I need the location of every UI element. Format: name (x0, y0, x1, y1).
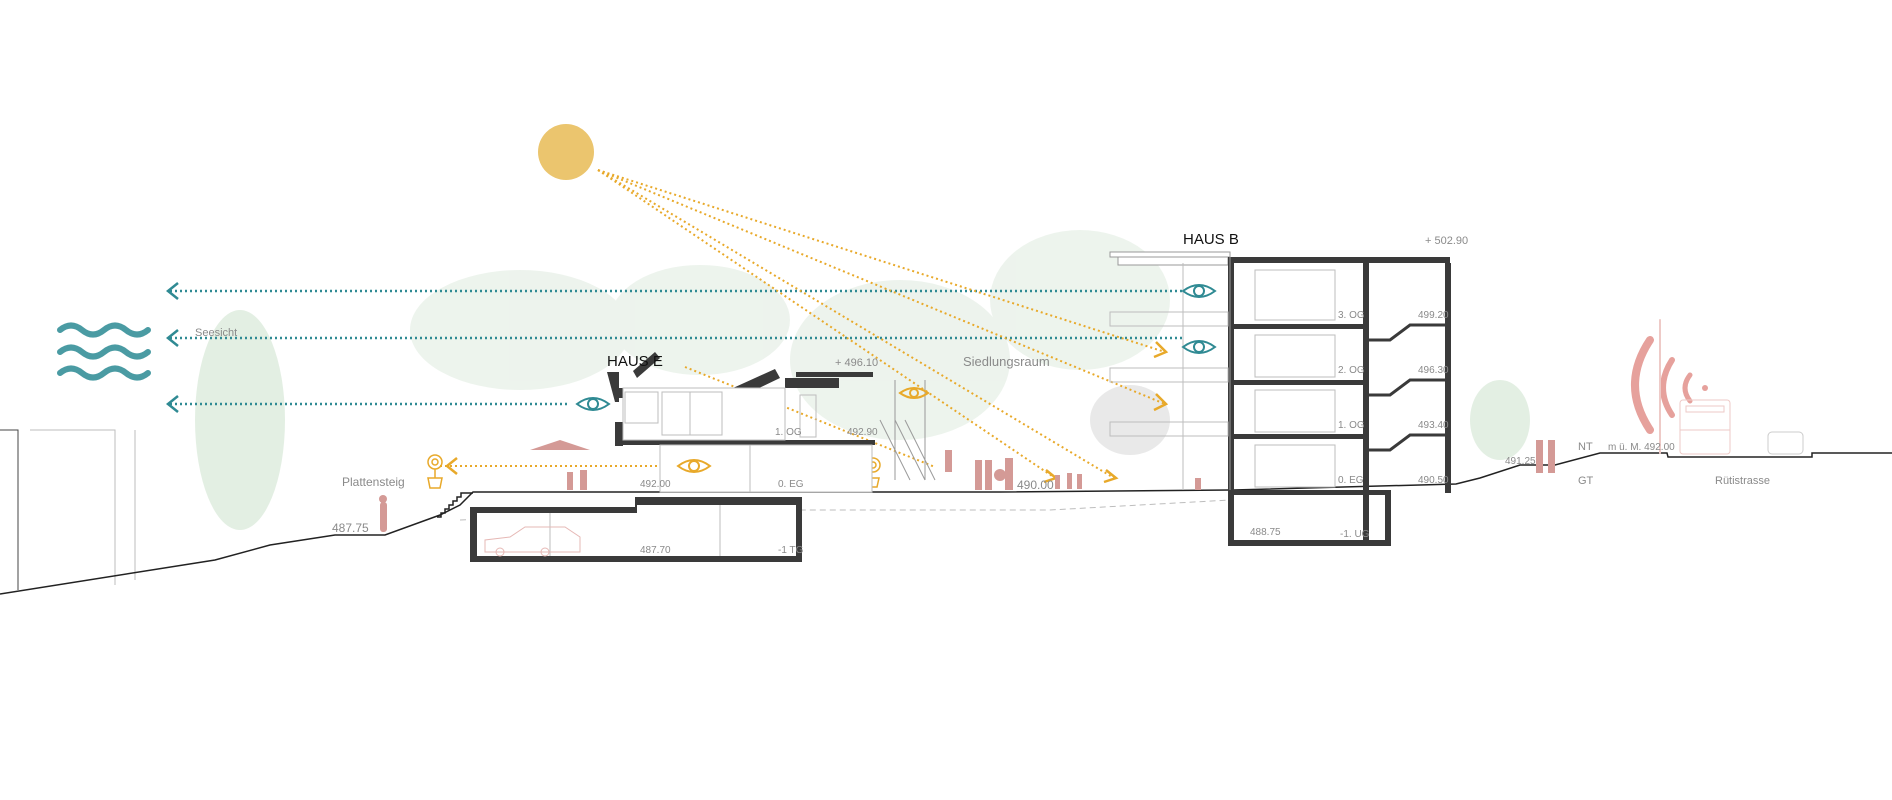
court-level: 490.00 (1017, 478, 1054, 492)
street-level: m ü. M. 492.00 (1608, 442, 1675, 453)
terrain-line (0, 452, 1892, 595)
floor-name: 1. OG (1338, 420, 1365, 431)
car-icon-street (1767, 431, 1804, 455)
eye-icon-sun (676, 387, 930, 473)
bus-icon (1679, 399, 1731, 455)
floor-name: 0. EG (1338, 475, 1364, 486)
waves-icon (57, 322, 151, 381)
haus-e-top-level: + 496.10 (835, 357, 878, 369)
view-arrowheads (165, 282, 179, 413)
haus-e-level-1og: 492.90 (847, 427, 878, 438)
floor-level: 493.40 (1418, 420, 1449, 431)
stairs-plattensteig (437, 492, 473, 518)
haus-e-floor-1og: 1. OG (775, 427, 802, 438)
flower-icon (427, 454, 443, 489)
floor-name: 3. OG (1338, 310, 1365, 321)
haus-b: HAUS B + 502.90 3. OG 499.20 2. OG 496.3… (1109, 231, 1468, 546)
haus-e-floor-tg: -1 TG (778, 545, 804, 556)
plattensteig-level: 487.75 (332, 521, 369, 535)
neighbour-building (0, 429, 136, 590)
path-level: 491.25 (1505, 456, 1536, 467)
haus-e-floor-eg: 0. EG (778, 479, 804, 490)
gt-label: GT (1578, 475, 1594, 487)
people-silhouettes (379, 440, 1555, 532)
haus-e-level-tg: 487.70 (640, 545, 671, 556)
siedlungsraum-label: Siedlungsraum (963, 354, 1050, 369)
signal-icon (1631, 319, 1708, 454)
view-lines (170, 289, 1183, 406)
floor-level: 488.75 (1250, 527, 1281, 538)
street-label: Rütistrasse (1715, 475, 1770, 487)
haus-b-title: HAUS B (1183, 231, 1239, 248)
sunlight-rays (440, 169, 1166, 479)
floor-name: -1. UG (1340, 529, 1370, 540)
floor-level: 496.30 (1418, 365, 1449, 376)
seesicht-label: Seesicht (195, 327, 237, 339)
nt-label: NT (1578, 441, 1593, 453)
haus-b-top-level: + 502.90 (1425, 235, 1468, 247)
car-icon (484, 526, 581, 557)
parasol-icon (530, 440, 590, 450)
eye-icon (575, 284, 1217, 411)
haus-e: HAUS E + 496.10 1. OG 492.90 492.00 0. E… (470, 352, 936, 562)
floor-level: 490.50 (1418, 475, 1449, 486)
floor-name: 2. OG (1338, 365, 1365, 376)
plattensteig-label: Plattensteig (342, 475, 405, 489)
background-trees (195, 230, 1530, 530)
floor-level: 499.20 (1418, 310, 1449, 321)
haus-e-title: HAUS E (607, 353, 663, 370)
haus-e-level-eg: 492.00 (640, 479, 671, 490)
sun-icon (538, 124, 594, 180)
